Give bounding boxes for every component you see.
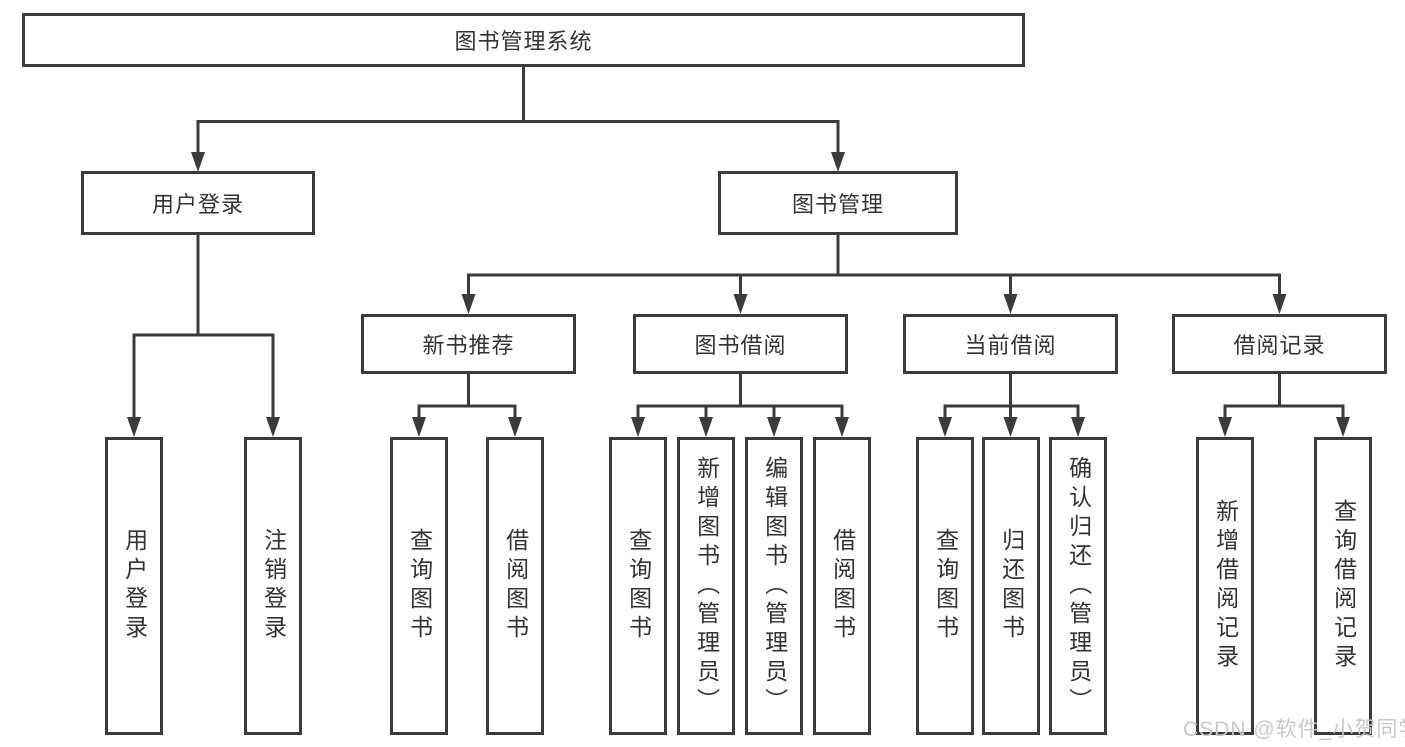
node-root-system-label: 图书管理系统: [454, 29, 593, 54]
leaf-current-query-books: 查询图书: [916, 437, 974, 735]
leaf-borrowing-query-books: 查询图书: [609, 437, 667, 735]
csdn-watermark: CSDN @软件_小贺同学: [1183, 718, 1405, 741]
leaf-current-confirm-return-admin: 确认归还（管理员）: [1049, 437, 1107, 735]
leaf-borrowing-edit-books-admin: 编辑图书（管理员）: [745, 437, 803, 735]
arrow-down-icon: [461, 294, 1287, 314]
connector-user-login-to-leaves: [127, 235, 280, 437]
leaf-borrowing-borrow-books: 借阅图书: [813, 437, 871, 735]
connector-lines: [132, 235, 275, 419]
leaf-current-query-books-label: 查询图书: [932, 528, 959, 644]
connector-records-to-leaves: [1218, 374, 1350, 437]
connector-lines: [467, 235, 1281, 296]
arrow-down-icon: [191, 152, 845, 172]
node-current-borrowing: 当前借阅: [903, 314, 1118, 374]
leaf-records-add-record: 新增借阅记录: [1196, 437, 1254, 735]
connector-current-to-leaves: [938, 374, 1085, 437]
leaf-newbooks-borrow-books-label: 借阅图书: [502, 528, 529, 644]
leaf-current-return-books: 归还图书: [982, 437, 1040, 735]
leaf-records-query-record-label: 查询借阅记录: [1330, 499, 1357, 673]
node-borrowing-records: 借阅记录: [1172, 314, 1387, 374]
leaf-borrowing-add-books-admin-label: 新增图书（管理员）: [693, 455, 720, 717]
leaf-borrowing-borrow-books-label: 借阅图书: [829, 528, 856, 644]
leaf-records-add-record-label: 新增借阅记录: [1212, 499, 1239, 673]
node-root-system: 图书管理系统: [22, 13, 1025, 67]
arrow-down-icon: [1218, 417, 1350, 437]
arrow-down-icon: [938, 417, 1085, 437]
connector-book-mgmt-to-level3: [461, 235, 1287, 314]
node-book-borrowing: 图书借阅: [633, 314, 848, 374]
leaf-user-login-label: 用户登录: [121, 528, 148, 644]
leaf-logout: 注销登录: [244, 437, 302, 735]
leaf-logout-label: 注销登录: [260, 528, 287, 644]
node-new-book-recommend: 新书推荐: [361, 314, 576, 374]
leaf-newbooks-query-books: 查询图书: [390, 437, 448, 735]
leaf-current-return-books-label: 归还图书: [998, 528, 1025, 644]
arrow-down-icon: [631, 417, 849, 437]
connector-lines: [943, 374, 1080, 419]
leaf-newbooks-borrow-books: 借阅图书: [486, 437, 544, 735]
node-book-management-label: 图书管理: [791, 192, 884, 217]
leaf-current-confirm-return-admin-label: 确认归还（管理员）: [1065, 455, 1092, 717]
leaf-newbooks-query-books-label: 查询图书: [406, 528, 433, 644]
node-book-borrowing-label: 图书借阅: [694, 333, 787, 358]
arrow-down-icon: [412, 417, 522, 437]
leaf-records-query-record: 查询借阅记录: [1314, 437, 1372, 735]
node-borrowing-records-label: 借阅记录: [1233, 333, 1326, 358]
node-new-book-recommend-label: 新书推荐: [422, 333, 515, 358]
leaf-borrowing-add-books-admin: 新增图书（管理员）: [677, 437, 735, 735]
leaf-borrowing-query-books-label: 查询图书: [625, 528, 652, 644]
connector-new-books-to-leaves: [412, 374, 522, 437]
leaf-borrowing-edit-books-admin-label: 编辑图书（管理员）: [761, 455, 788, 717]
node-user-login-label: 用户登录: [151, 192, 244, 217]
connector-borrowing-to-leaves: [631, 374, 849, 437]
connector-lines: [196, 67, 840, 154]
node-user-login: 用户登录: [81, 171, 315, 235]
connector-lines: [1223, 374, 1345, 419]
connector-root-to-level2: [191, 67, 845, 172]
node-book-management: 图书管理: [718, 171, 958, 235]
node-current-borrowing-label: 当前借阅: [964, 333, 1057, 358]
connector-lines: [636, 374, 844, 419]
arrow-down-icon: [127, 417, 280, 437]
connector-lines: [417, 374, 517, 419]
leaf-user-login: 用户登录: [105, 437, 163, 735]
